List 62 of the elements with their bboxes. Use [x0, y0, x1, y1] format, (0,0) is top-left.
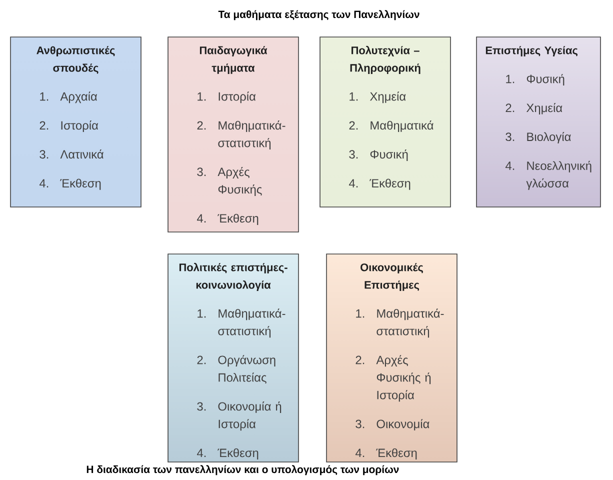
list-number: 1.: [198, 92, 206, 101]
list-item: Μαθηματικά-στατιστική: [218, 120, 286, 150]
list-number: 1.: [506, 74, 514, 84]
category-box: [10, 36, 142, 208]
list-number: 4.: [197, 214, 206, 222]
list-number: 1.: [350, 92, 358, 101]
list-item: Βιολογία: [527, 132, 571, 144]
list-item: Οργάνωση Πολιτείας: [218, 355, 276, 384]
box-heading: Επιστήμες Υγείας: [486, 46, 578, 56]
box-heading: Οικονομικές Επιστήμες: [360, 263, 423, 291]
list-number: 1.: [356, 309, 364, 318]
list-item: Ιστορία: [61, 120, 98, 132]
list-number: 3.: [197, 168, 206, 176]
caption: Η διαδικασία των πανελληνίων και ο υπολογισμός των μορίων: [86, 465, 399, 476]
list-item: Φυσική: [370, 149, 408, 161]
list-number: 2.: [356, 356, 364, 364]
list-number: 2.: [197, 121, 206, 130]
list-number: 4.: [355, 448, 364, 458]
list-number: 4.: [40, 179, 48, 188]
box-heading: Ανθρωπιστικές σπουδές: [36, 46, 115, 74]
list-item: Μαθηματικά-στατιστική: [376, 308, 444, 338]
list-item: Μαθηματικά: [370, 120, 434, 132]
list-item: Έκθεση: [376, 448, 417, 460]
list-item: Λατινικά: [60, 149, 104, 159]
category-box: [326, 254, 458, 462]
list-number: 3.: [40, 150, 48, 159]
list-number: 1.: [198, 309, 206, 318]
list-item: Φυσική: [526, 74, 564, 86]
list-item: Έκθεση: [370, 178, 410, 190]
list-item: Οικονομία: [376, 419, 430, 430]
list-item: Έκθεση: [218, 214, 258, 225]
list-item: Αρχές Φυσικής ή Ιστορία: [376, 355, 431, 402]
list-item: Οικονομία ή Ιστορία: [218, 402, 282, 431]
category-box: [320, 36, 451, 208]
list-number: 3.: [506, 132, 514, 142]
list-number: 1.: [40, 92, 48, 101]
category-box: [168, 36, 299, 232]
list-number: 3.: [349, 150, 358, 159]
list-item: Μαθηματικά-στατιστική: [218, 308, 286, 338]
list-item: Νεοελληνική γλώσσα: [526, 160, 592, 190]
list-item: Χημεία: [370, 92, 406, 104]
list-item: Έκθεση: [218, 448, 258, 460]
list-item: Αρχαία: [60, 92, 98, 104]
category-box: [476, 36, 601, 208]
list-number: 3.: [197, 402, 206, 411]
box-heading: Πολιτικές επιστήμες-κοινωνιολογία: [179, 262, 288, 291]
list-number: 2.: [506, 104, 514, 112]
box-heading: Πολυτεχνία – Πληροφορική: [350, 46, 420, 74]
category-box: [168, 254, 299, 462]
list-item: Ιστορία: [218, 92, 256, 104]
list-number: 4.: [197, 448, 206, 458]
list-number: 3.: [356, 420, 364, 428]
list-item: Χημεία: [526, 103, 562, 114]
list-number: 4.: [348, 179, 358, 188]
diagram-title: Τα μαθήματα εξέτασης των Πανελληνίων: [218, 10, 420, 20]
box-heading: Παιδαγωγικά τμήματα: [200, 46, 268, 74]
list-number: 2.: [349, 121, 358, 130]
list-number: 2.: [197, 356, 206, 364]
list-number: 4.: [505, 162, 514, 170]
list-item: Έκθεση: [60, 178, 101, 190]
list-number: 2.: [40, 121, 48, 130]
list-item: Αρχές Φυσικής: [218, 167, 262, 196]
